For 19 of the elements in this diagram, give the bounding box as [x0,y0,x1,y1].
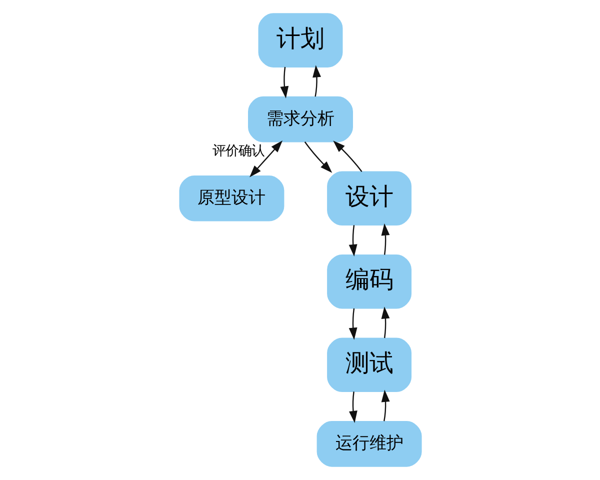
arrow [280,66,288,98]
edge-label: 评价确认 [212,144,264,160]
node-box: 运行维护 [316,421,422,467]
arrow [380,306,390,338]
arrow [348,392,357,423]
arrow [380,390,390,422]
arrow [332,140,362,172]
node-box: 测试 [326,338,412,392]
node-box: 计划 [258,13,342,68]
arrow [304,142,332,173]
arrow [348,225,357,257]
arrow [249,140,282,178]
node-box: 编码 [326,254,412,309]
arrow [380,223,390,255]
node-box: 设计 [326,171,412,226]
arrow [348,308,357,340]
node-box: 需求分析 [248,96,352,142]
arrow [312,65,320,97]
node-box: 原型设计 [178,175,284,222]
